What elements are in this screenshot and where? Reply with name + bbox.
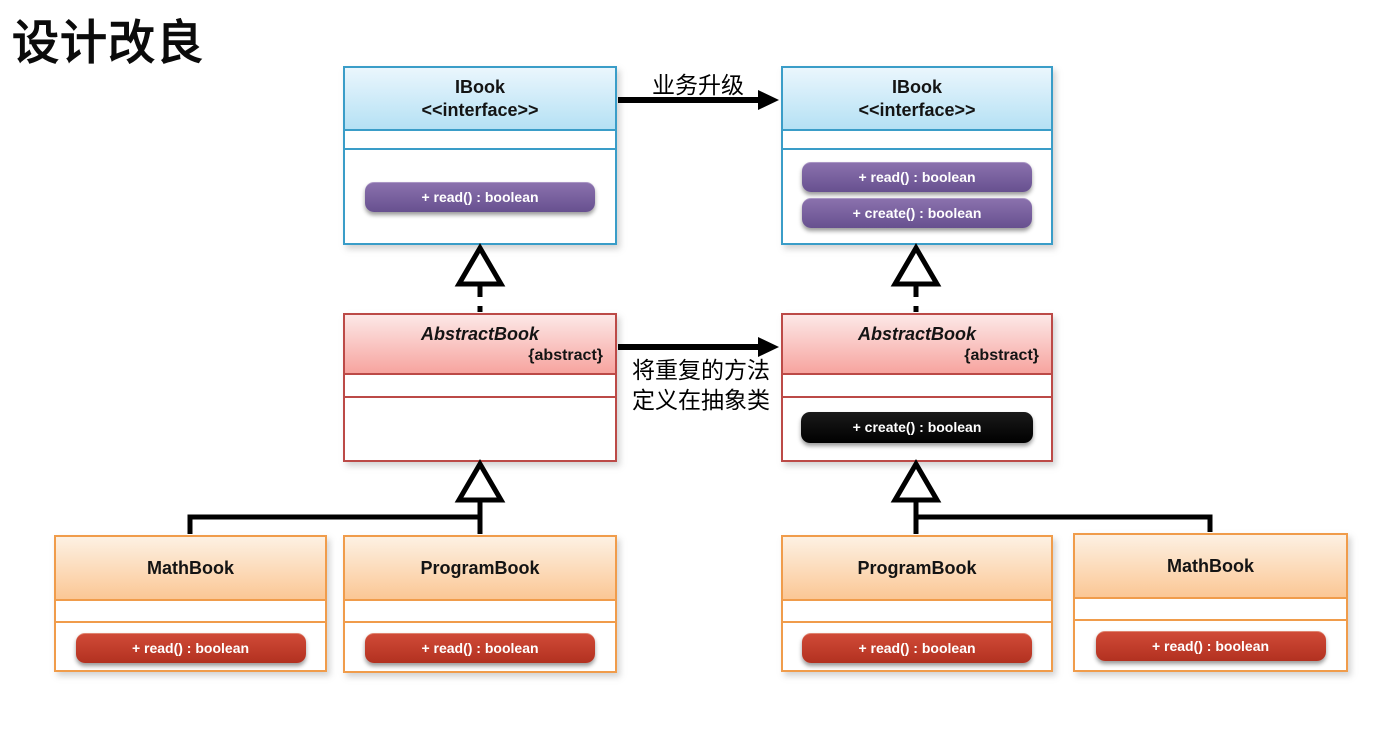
class-header: ProgramBook [783, 537, 1051, 601]
methods-compartment [345, 398, 615, 460]
class-header: IBook <<interface>> [783, 68, 1051, 131]
hollow-triangle-icon [890, 459, 942, 503]
attributes-compartment [345, 601, 615, 623]
methods-compartment: + read() : boolean + create() : boolean [783, 150, 1051, 243]
methods-compartment: + read() : boolean [56, 623, 325, 670]
generalization-left [187, 459, 506, 534]
hollow-triangle-icon [454, 243, 506, 287]
attributes-compartment [783, 131, 1051, 150]
methods-compartment: + read() : boolean [345, 623, 615, 671]
methods-compartment: + read() : boolean [345, 150, 615, 243]
class-header: ProgramBook [345, 537, 615, 601]
methods-compartment: + create() : boolean [783, 398, 1051, 460]
method-pill: + create() : boolean [802, 198, 1032, 228]
abstract-modifier: {abstract} [528, 346, 603, 364]
arrow-refactor [618, 337, 779, 357]
class-header: AbstractBook {abstract} [783, 315, 1051, 375]
attributes-compartment [56, 601, 325, 623]
class-stereotype: <<interface>> [858, 99, 976, 120]
refactor-note-line1: 将重复的方法 [632, 358, 770, 383]
class-programbook-left: ProgramBook + read() : boolean [343, 535, 617, 673]
class-header: MathBook [56, 537, 325, 601]
class-name: IBook [454, 76, 505, 97]
class-ibook-right: IBook <<interface>> + read() : boolean +… [781, 66, 1053, 245]
class-mathbook-left: MathBook + read() : boolean [54, 535, 327, 672]
generalization-right [890, 459, 1213, 534]
attributes-compartment [1075, 599, 1346, 621]
hollow-triangle-icon [454, 459, 506, 503]
attributes-compartment [783, 601, 1051, 623]
class-name: MathBook [147, 557, 234, 578]
class-abstractbook-right: AbstractBook {abstract} + create() : boo… [781, 313, 1053, 462]
class-programbook-right: ProgramBook + read() : boolean [781, 535, 1053, 672]
class-header: MathBook [1075, 535, 1346, 599]
attributes-compartment [783, 375, 1051, 398]
class-name: IBook [891, 76, 942, 97]
class-name: MathBook [1167, 555, 1254, 576]
arrowhead-icon [758, 337, 779, 357]
method-pill: + read() : boolean [1095, 631, 1326, 661]
method-pill: + create() : boolean [801, 412, 1033, 443]
realization-right [890, 243, 942, 312]
method-pill: + read() : boolean [75, 633, 306, 663]
class-stereotype: <<interface>> [421, 99, 539, 120]
class-name: AbstractBook [420, 323, 540, 344]
class-header: AbstractBook {abstract} [345, 315, 615, 375]
method-pill: + read() : boolean [802, 162, 1032, 192]
method-pill: + read() : boolean [365, 633, 595, 663]
class-name: ProgramBook [420, 557, 540, 578]
business-upgrade-label: 业务升级 [652, 73, 744, 98]
class-abstractbook-left: AbstractBook {abstract} [343, 313, 617, 462]
class-ibook-left: IBook <<interface>> + read() : boolean [343, 66, 617, 245]
page-title: 设计改良 [12, 16, 204, 69]
hollow-triangle-icon [890, 243, 942, 287]
refactor-note-label: 将重复的方法 定义在抽象类 [632, 356, 770, 416]
realization-left [454, 243, 506, 312]
method-pill: + read() : boolean [365, 182, 595, 212]
class-header: IBook <<interface>> [345, 68, 615, 131]
class-mathbook-right: MathBook + read() : boolean [1073, 533, 1348, 672]
method-pill: + read() : boolean [802, 633, 1032, 663]
refactor-note-line2: 定义在抽象类 [632, 388, 770, 413]
class-name: AbstractBook [857, 323, 977, 344]
class-name: ProgramBook [857, 557, 977, 578]
methods-compartment: + read() : boolean [1075, 621, 1346, 670]
methods-compartment: + read() : boolean [783, 623, 1051, 670]
attributes-compartment [345, 131, 615, 150]
attributes-compartment [345, 375, 615, 398]
abstract-modifier: {abstract} [964, 346, 1039, 364]
